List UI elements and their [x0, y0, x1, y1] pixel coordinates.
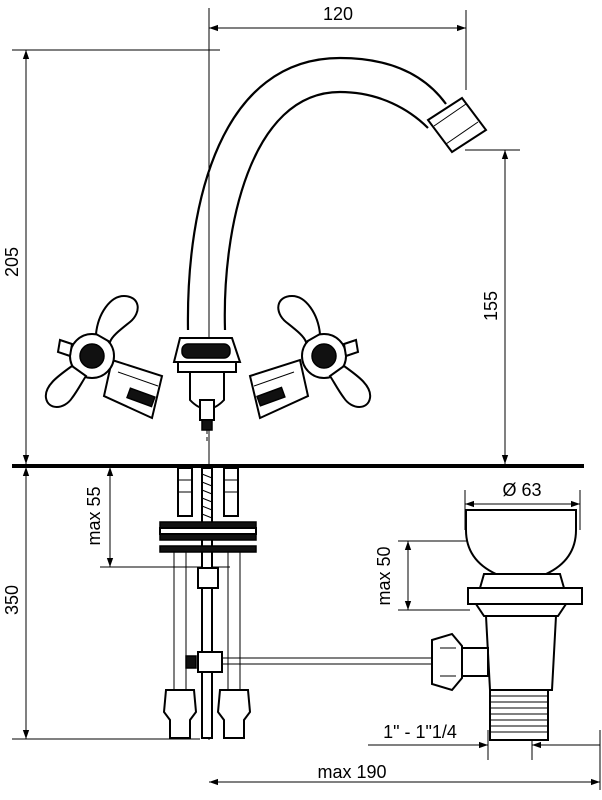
aerator [426, 96, 488, 154]
left-cross-handle [44, 294, 164, 420]
dim-max-length: max 190 [317, 762, 386, 782]
dim-spout-height: 155 [481, 291, 501, 321]
dim-thread: 1" - 1"1/4 [383, 722, 457, 742]
countertop [12, 464, 584, 468]
dim-max-thickness: max 55 [84, 486, 104, 545]
dimension-lines [12, 8, 601, 790]
under-counter-fixing [159, 467, 257, 739]
popup-rod [222, 657, 432, 665]
dim-below-counter: 350 [2, 585, 22, 615]
dim-spout-reach: 120 [323, 4, 353, 24]
right-cross-handle [248, 294, 372, 420]
dim-total-height: 205 [2, 247, 22, 277]
spout [186, 56, 488, 331]
pop-up-waste [431, 509, 583, 741]
dim-waste-max: max 50 [374, 546, 394, 605]
mixer-body [172, 337, 242, 444]
dim-waste-diameter: Ø 63 [502, 480, 541, 500]
